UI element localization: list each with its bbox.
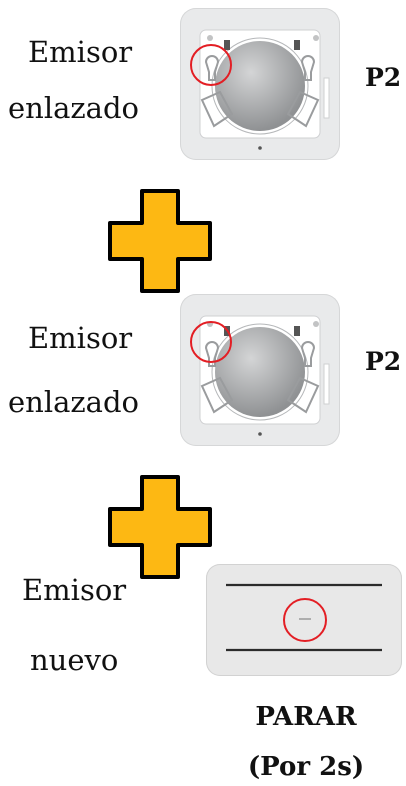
step1-label-line2: enlazado (8, 91, 139, 125)
remote-control-icon (226, 583, 382, 652)
step3-label-line1: Emisor (22, 573, 127, 607)
remote-control-device (206, 564, 402, 676)
stop-button-label: PARAR (255, 702, 357, 732)
step3-label-line2: nuevo (30, 643, 119, 677)
wall-receiver-device-2 (180, 294, 340, 446)
wall-receiver-icon (190, 29, 330, 150)
plus-icon (108, 189, 212, 293)
wall-receiver-icon (190, 315, 330, 436)
step1-label-line1: Emisor (28, 35, 133, 69)
plus-icon-1 (106, 187, 214, 295)
plus-icon-2 (106, 473, 214, 581)
wall-receiver-device-1 (180, 8, 340, 160)
step2-label-line2: enlazado (8, 385, 139, 419)
step2-label-line1: Emisor (28, 321, 133, 355)
hold-duration-label: (Por 2s) (247, 752, 365, 782)
plus-icon (108, 475, 212, 579)
step1-p2-button-label: P2 (365, 63, 402, 92)
step2-p2-button-label: P2 (365, 347, 402, 376)
